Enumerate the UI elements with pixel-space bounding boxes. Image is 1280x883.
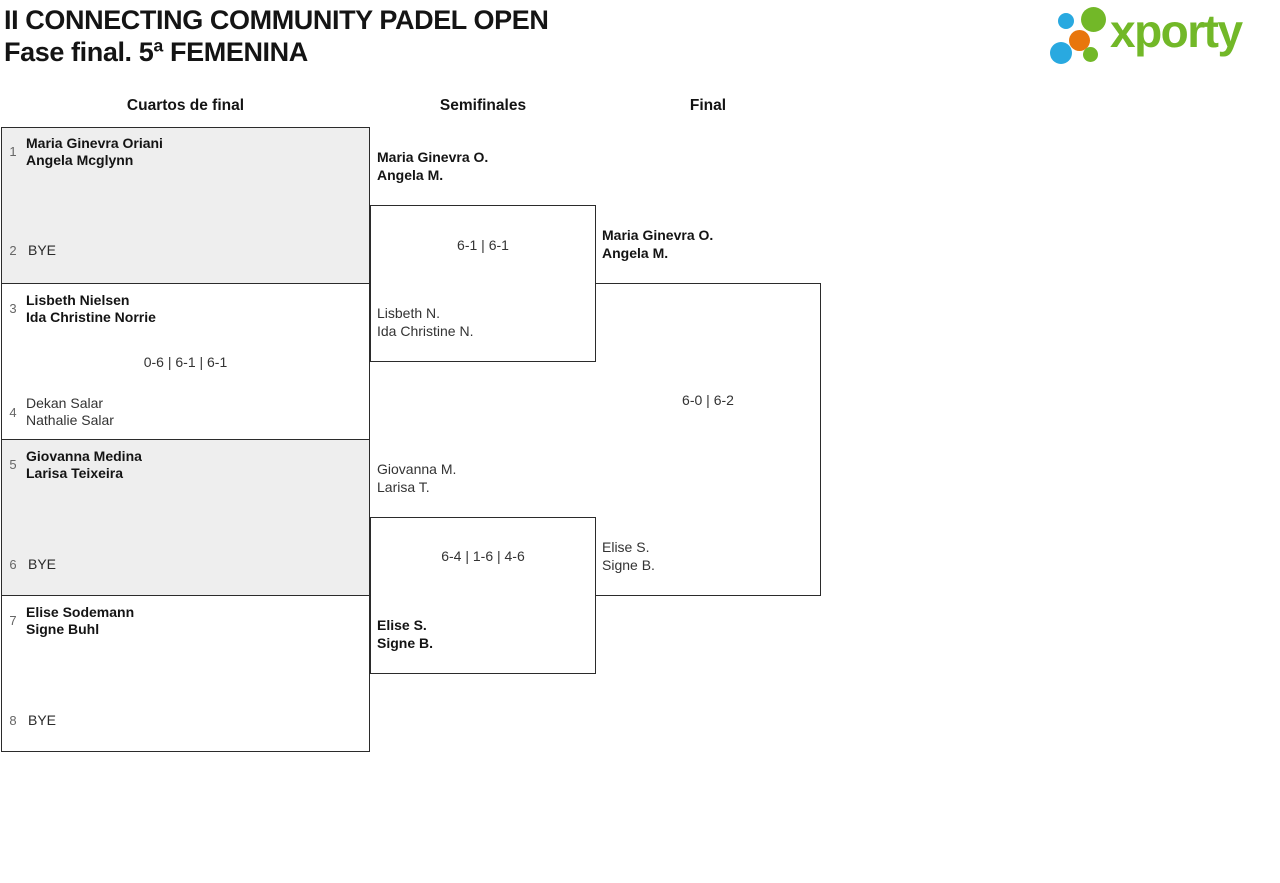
seed-number: 8: [9, 713, 17, 728]
team-qf1-top: Maria Ginevra Oriani Angela Mcglynn: [26, 135, 163, 169]
round-header-semifinals: Semifinales: [439, 97, 527, 114]
round-header-quarterfinals: Cuartos de final: [126, 97, 245, 114]
player-name: Giovanna Medina: [26, 448, 142, 464]
seed-number: 4: [9, 405, 17, 420]
player-name: Signe B.: [602, 557, 655, 573]
seed-number: 7: [9, 613, 17, 628]
bye-label: BYE: [28, 556, 57, 572]
bye-label: BYE: [28, 712, 57, 728]
player-name: Maria Ginevra Oriani: [26, 135, 163, 151]
match-score-final: 6-0 | 6-2: [682, 392, 734, 408]
player-name: Angela M.: [602, 245, 669, 261]
team-qf2-top: Lisbeth Nielsen Ida Christine Norrie: [26, 292, 156, 326]
match-box-qf4: [1, 595, 370, 752]
player-name: Ida Christine N.: [377, 323, 474, 339]
team-sf1-top: Maria Ginevra O. Angela M.: [377, 148, 488, 184]
match-score-sf1: 6-1 | 6-1: [457, 237, 509, 253]
tournament-title: II CONNECTING COMMUNITY PADEL OPEN: [4, 5, 549, 35]
player-name: Nathalie Salar: [26, 412, 114, 428]
seed-number: 1: [9, 144, 17, 159]
player-name: Larisa T.: [377, 479, 430, 495]
logo-dot-blue-large-icon: [1050, 42, 1072, 64]
player-name: Elise Sodemann: [26, 604, 135, 620]
player-name: Larisa Teixeira: [26, 465, 124, 481]
seed-number: 2: [9, 243, 17, 258]
logo-dot-orange-icon: [1069, 30, 1090, 51]
xporty-logo: xporty: [1048, 0, 1278, 70]
phase-subtitle: Fase final. 5ª FEMENINA: [4, 37, 308, 67]
player-name: Lisbeth N.: [377, 305, 441, 321]
team-qf4-bottom: BYE: [28, 712, 56, 729]
team-qf2-bottom: Dekan Salar Nathalie Salar: [26, 395, 114, 429]
match-box-qf3: [1, 439, 370, 596]
seed-number: 6: [9, 557, 17, 572]
match-score-sf2: 6-4 | 1-6 | 4-6: [441, 548, 525, 564]
team-qf3-bottom: BYE: [28, 556, 56, 573]
player-name: Angela M.: [377, 167, 444, 183]
match-box-sf1: [370, 205, 596, 362]
player-name: Signe Buhl: [26, 621, 100, 637]
player-name: Ida Christine Norrie: [26, 309, 156, 325]
team-qf1-bottom: BYE: [28, 242, 56, 259]
player-name: Dekan Salar: [26, 395, 104, 411]
player-name: Giovanna M.: [377, 461, 457, 477]
team-sf2-bottom: Elise S. Signe B.: [377, 616, 433, 652]
match-box-final: [595, 283, 821, 596]
page-title: II CONNECTING COMMUNITY PADEL OPEN Fase …: [4, 4, 549, 68]
player-name: Maria Ginevra O.: [377, 149, 489, 165]
team-qf4-top: Elise Sodemann Signe Buhl: [26, 604, 134, 638]
match-box-sf2: [370, 517, 596, 674]
player-name: Elise S.: [602, 539, 650, 555]
player-name: Elise S.: [377, 617, 427, 633]
seed-number: 3: [9, 301, 17, 316]
team-sf2-top: Giovanna M. Larisa T.: [377, 460, 456, 496]
player-name: Signe B.: [377, 635, 434, 651]
team-qf3-top: Giovanna Medina Larisa Teixeira: [26, 448, 142, 482]
logo-dot-green-large-icon: [1081, 7, 1106, 32]
player-name: Maria Ginevra O.: [602, 227, 714, 243]
match-score-qf2: 0-6 | 6-1 | 6-1: [143, 354, 228, 370]
team-final-bottom: Elise S. Signe B.: [602, 538, 655, 574]
logo-wordmark: xporty: [1110, 5, 1243, 57]
bye-label: BYE: [28, 242, 57, 258]
logo-dot-green-small-icon: [1083, 47, 1098, 62]
match-box-qf2: [1, 283, 370, 440]
team-final-top: Maria Ginevra O. Angela M.: [602, 226, 713, 262]
player-name: Angela Mcglynn: [26, 152, 134, 168]
seed-number: 5: [9, 457, 17, 472]
player-name: Lisbeth Nielsen: [26, 292, 130, 308]
round-header-final: Final: [689, 97, 727, 114]
team-sf1-bottom: Lisbeth N. Ida Christine N.: [377, 304, 473, 340]
logo-dot-blue-small-icon: [1058, 13, 1074, 29]
match-box-qf1: [1, 127, 370, 284]
